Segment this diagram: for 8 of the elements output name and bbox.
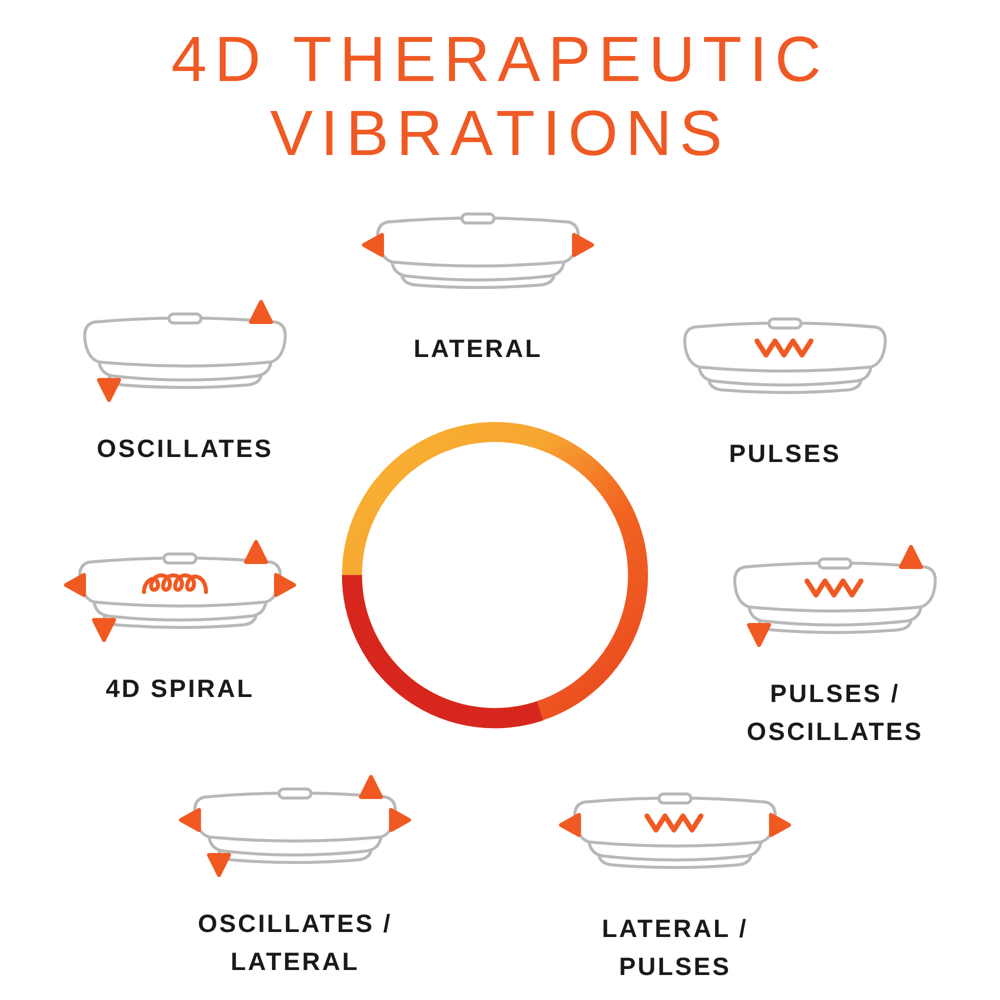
mode-label: PULSES / OSCILLATES [746, 679, 924, 748]
mode-label: LATERAL [412, 334, 544, 365]
mode-label: OSCILLATES [96, 434, 274, 465]
mode-label: LATERAL / PULSES [600, 914, 750, 983]
mode-label: OSCILLATES / LATERAL [196, 909, 394, 978]
mode-label: 4D SPIRAL [104, 674, 256, 705]
title: 4D THERAPEUTIC VIBRATIONS [170, 22, 830, 170]
mode-label: PULSES [728, 439, 842, 470]
